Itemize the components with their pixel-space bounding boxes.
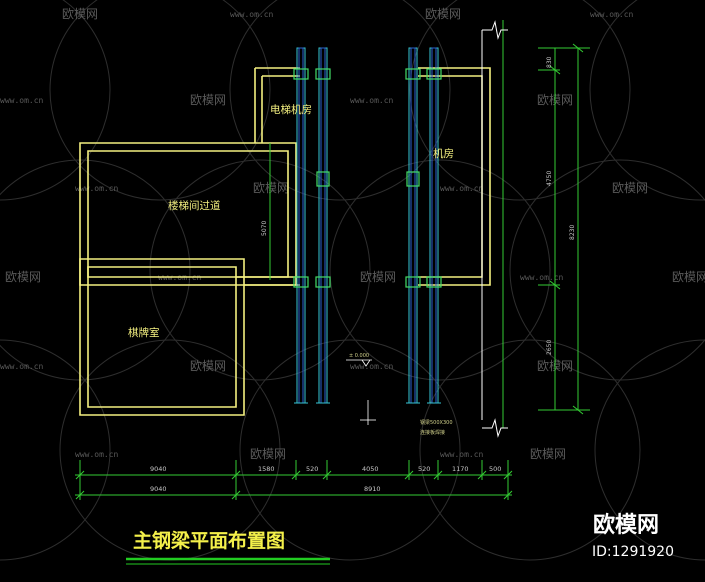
watermark-url: www.om.cn [350, 96, 394, 105]
watermark-brand: 欧模网 [612, 181, 648, 195]
drawing-title: 主钢梁平面布置图 [133, 529, 285, 552]
bottom-dimension-lines [75, 460, 513, 500]
watermark-url: www.om.cn [590, 10, 634, 19]
watermark-brand: 欧模网 [62, 7, 98, 21]
room-label-stair-corridor: 楼梯间过道 [168, 199, 221, 212]
right-dimension-lines [502, 20, 590, 428]
level-mark-label: ± 0.000 [349, 353, 369, 359]
watermark-url: www.om.cn [0, 362, 44, 371]
watermark-brand: 欧模网 [253, 181, 289, 195]
watermark-brand: 欧模网 [190, 93, 226, 107]
watermark-url: www.om.cn [350, 362, 394, 371]
watermark-circles [0, 0, 705, 561]
break-lines [481, 20, 508, 438]
steel-beams [294, 47, 441, 404]
watermark-url: www.om.cn [230, 10, 274, 19]
room-label-chess-room: 棋牌室 [128, 326, 160, 339]
watermark-url: www.om.cn [440, 184, 484, 193]
dim-text: 520 [306, 465, 318, 473]
watermark-brand: 欧模网 [190, 359, 226, 373]
watermark-url: www.om.cn [0, 96, 44, 105]
dim-text: 520 [418, 465, 430, 473]
watermark-url: www.om.cn [440, 450, 484, 459]
beam-note-1: 钢梁500X300 [420, 419, 453, 426]
watermark-brand: 欧模网 [250, 447, 286, 461]
dim-text-vertical: 5070 [261, 221, 268, 236]
room-walls [79, 67, 491, 416]
dim-text-vertical: 8230 [569, 225, 576, 240]
dim-text-vertical: 4750 [546, 171, 553, 186]
dim-text-vertical: 2650 [546, 340, 553, 355]
watermark-brand: 欧模网 [530, 447, 566, 461]
watermark-url: www.om.cn [75, 184, 119, 193]
beam-note-2: 连接板焊接 [420, 429, 445, 436]
level-marker [346, 359, 376, 425]
watermark-url: www.om.cn [75, 450, 119, 459]
watermark-brand: 欧模网 [425, 7, 461, 21]
connector-plates [293, 68, 442, 288]
watermark-brand-large: 欧模网 [593, 512, 659, 538]
dim-text: 1580 [258, 465, 275, 473]
dim-text: 9040 [150, 485, 167, 493]
dim-text: 4050 [362, 465, 379, 473]
dim-text: 8910 [364, 485, 381, 493]
dim-text: 9040 [150, 465, 167, 473]
watermark-brand: 欧模网 [5, 270, 41, 284]
dim-text: 500 [489, 465, 501, 473]
dim-text: 1170 [452, 465, 469, 473]
dim-text-vertical: 830 [546, 56, 553, 68]
room-label-elevator-machine: 电梯机房 [270, 103, 312, 116]
watermark-layer: 欧模网 www.om.cn 欧模网 www.om.cn www.om.cn 欧模… [0, 7, 705, 461]
watermark-id: ID:1291920 [592, 544, 674, 560]
watermark-brand: 欧模网 [360, 270, 396, 284]
watermark-brand: 欧模网 [672, 270, 705, 284]
watermark-url: www.om.cn [520, 273, 564, 282]
room-label-machine-room: 机房 [433, 147, 454, 160]
